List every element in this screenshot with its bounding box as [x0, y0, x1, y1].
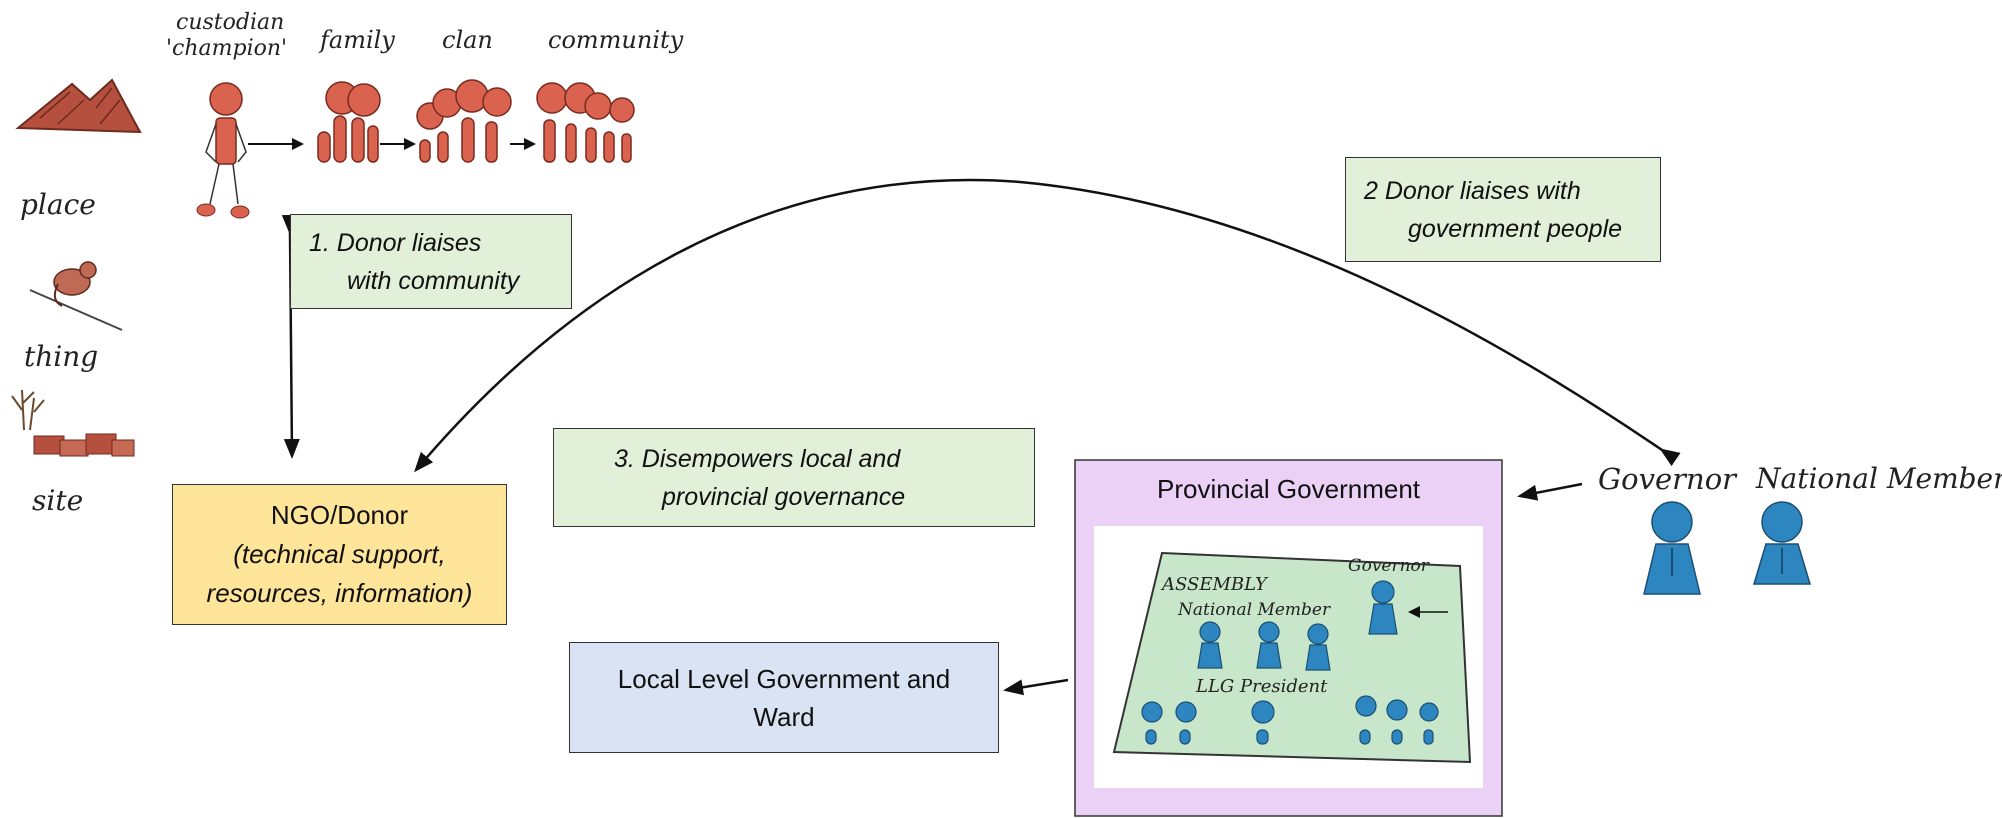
- note3-line1: 3. Disempowers local and: [614, 444, 901, 473]
- animal-on-branch-icon: [29, 261, 123, 331]
- note-disempowers-governance: 3. Disempowers local and provincial gove…: [553, 428, 1035, 527]
- arrow-provincial-to-llg: [1003, 678, 1069, 696]
- label-family: family: [320, 26, 395, 54]
- ngo-line2: (technical support,: [233, 539, 446, 569]
- national-member-figure: [1752, 501, 1812, 585]
- label-national-member: National Member: [1756, 462, 2002, 495]
- note2-line1: 2 Donor liaises with: [1364, 176, 1581, 205]
- label-place: place: [20, 188, 96, 221]
- llg-ward-box: Local Level Government and Ward: [569, 642, 999, 753]
- note-donor-liaises-government: 2 Donor liaises with government people: [1345, 157, 1661, 262]
- note-donor-liaises-community: 1. Donor liaises with community: [290, 214, 572, 309]
- provincial-government-title: Provincial Government: [1157, 474, 1420, 504]
- label-assembly-governor: Governor: [1348, 556, 1429, 576]
- llg-line2: Ward: [753, 701, 815, 732]
- mountain-icon: [15, 78, 142, 134]
- community-group: [536, 82, 635, 163]
- assembly-members: [1141, 580, 1439, 745]
- arrow-governor-to-provincial: [1517, 482, 1583, 501]
- ngo-line3: resources, information): [206, 578, 473, 608]
- label-community: community: [548, 26, 684, 54]
- note3-line2: provincial governance: [662, 482, 906, 511]
- label-governor: Governor: [1598, 462, 1737, 496]
- label-site: site: [32, 484, 84, 517]
- label-assembly-national-member: National Member: [1178, 600, 1331, 620]
- label-assembly: ASSEMBLY: [1162, 574, 1267, 595]
- label-custodian: custodian: [176, 10, 285, 35]
- site-vegetation-icon: [11, 389, 135, 457]
- custodian-figure: [196, 82, 250, 219]
- llg-line1: Local Level Government and: [617, 663, 951, 694]
- label-champion: 'champion': [166, 36, 288, 61]
- label-llg-president: LLG President: [1196, 676, 1328, 697]
- label-thing: thing: [24, 340, 99, 373]
- ngo-title: NGO/Donor: [270, 500, 409, 530]
- clan-group: [416, 79, 512, 163]
- note1-line1: 1. Donor liaises: [309, 228, 482, 257]
- note1-line2: with community: [347, 266, 520, 295]
- family-group: [317, 81, 381, 163]
- note2-line2: government people: [1408, 214, 1623, 243]
- governor-figure: [1643, 501, 1701, 595]
- label-clan: clan: [442, 26, 493, 54]
- arrow-arc-governor-ngo: [414, 178, 1681, 473]
- ngo-donor-box: NGO/Donor (technical support, resources,…: [172, 484, 507, 625]
